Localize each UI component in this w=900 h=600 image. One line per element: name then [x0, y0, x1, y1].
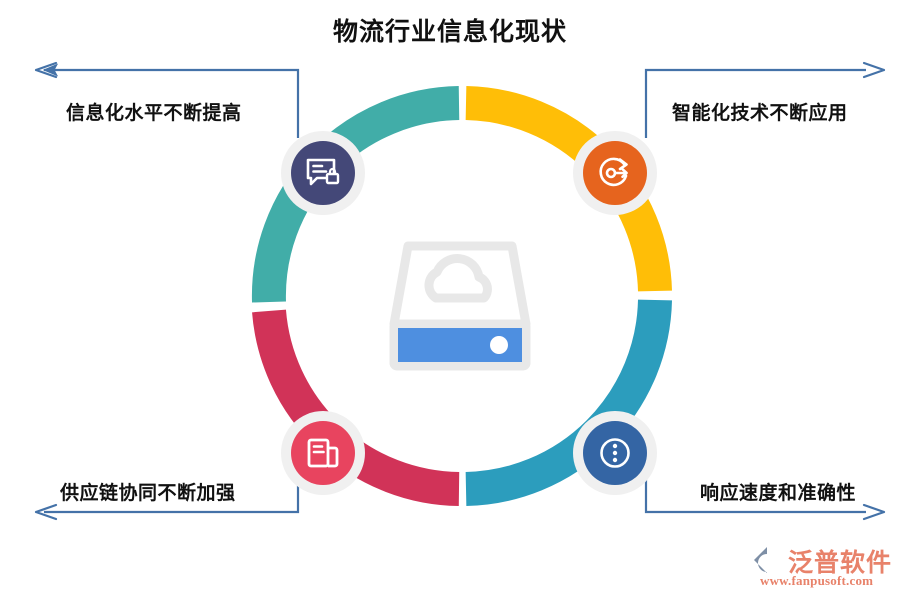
arrowhead-right-bottom-icon	[862, 503, 886, 521]
fanpu-swoosh-icon	[754, 547, 778, 573]
arrowhead-right-top-icon	[862, 61, 886, 79]
brand-logo: 泛普软件 www.fanpusoft.com	[752, 543, 892, 591]
arrowhead-left-bottom-icon	[34, 503, 58, 521]
callout-label-top-left: 信息化水平不断提高	[66, 103, 242, 124]
chat-lock-icon	[306, 158, 340, 186]
callout-label-top-right: 智能化技术不断应用	[672, 103, 848, 124]
connector-top-left	[34, 61, 300, 138]
key-arrow-circle-icon	[599, 157, 628, 187]
node-top-right[interactable]	[573, 131, 657, 215]
arrowhead-left-top-icon	[42, 63, 59, 77]
connector-top-right	[644, 61, 886, 138]
more-options-circle-icon	[600, 438, 630, 468]
cloud-storage-icon	[389, 241, 531, 371]
book-document-icon	[307, 438, 339, 468]
node-top-left[interactable]	[281, 131, 365, 215]
node-bottom-right[interactable]	[573, 411, 657, 495]
node-bottom-left[interactable]	[281, 411, 365, 495]
callout-label-bottom-left: 供应链协同不断加强	[60, 483, 236, 504]
page-title: 物流行业信息化现状	[332, 18, 567, 46]
logo-wordmark: 泛普软件	[788, 549, 893, 577]
logo-url: www.fanpusoft.com	[760, 573, 874, 588]
callout-label-bottom-right: 响应速度和准确性	[700, 483, 857, 504]
